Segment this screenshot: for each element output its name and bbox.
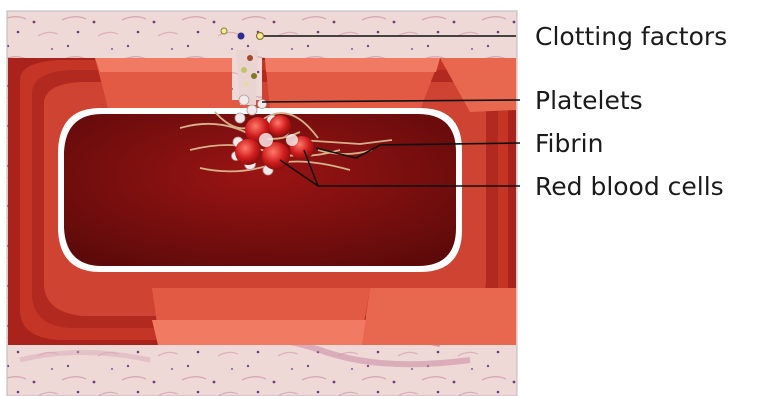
label-red-blood-cells: Red blood cells (535, 172, 724, 201)
label-platelets: Platelets (535, 86, 643, 115)
label-clotting-factors: Clotting factors (535, 22, 727, 51)
label-fibrin: Fibrin (535, 129, 603, 158)
